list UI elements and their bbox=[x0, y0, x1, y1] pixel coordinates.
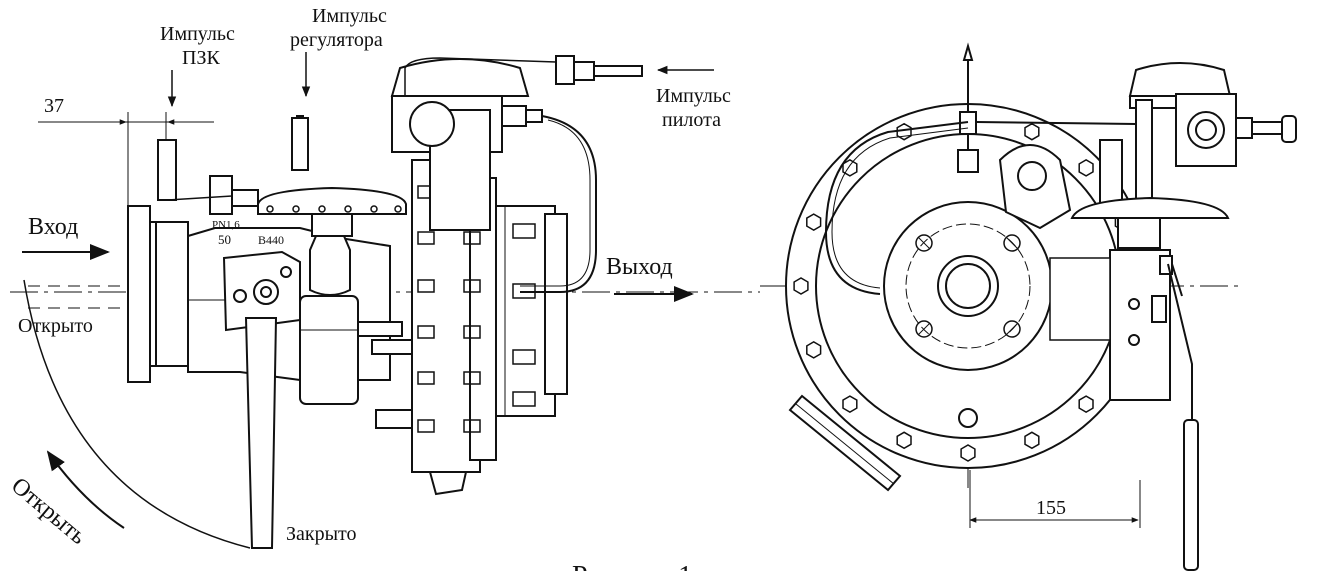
open-rotation-arrow bbox=[46, 450, 125, 529]
side-view-labels: 155 bbox=[1036, 497, 1066, 519]
figure-caption: Рисунок 1 bbox=[572, 561, 692, 571]
body-marking-pn: PN1,6 bbox=[212, 219, 240, 231]
open-position-label: Открыто bbox=[18, 315, 93, 337]
flange-bolt-hex bbox=[1078, 159, 1094, 177]
indicator-cylinder bbox=[299, 295, 359, 405]
body-marking-dn: 50 bbox=[218, 232, 231, 247]
shutoff-valve bbox=[209, 175, 407, 405]
cam-lug bbox=[998, 144, 1072, 230]
front-view bbox=[10, 52, 760, 549]
lever-handle-open bbox=[157, 139, 233, 201]
inlet-flange bbox=[127, 205, 189, 383]
body-marking-model: В440 bbox=[258, 233, 284, 247]
side-shutoff bbox=[1070, 196, 1230, 401]
side-fitting bbox=[375, 409, 413, 429]
outlet-label: Выход bbox=[606, 254, 673, 280]
pilot-tube-loop bbox=[520, 115, 597, 293]
rotate-to-open-label: Открыть bbox=[6, 473, 91, 550]
flange-bolt-hex bbox=[1024, 122, 1040, 141]
outlet-flange bbox=[494, 205, 568, 417]
dimension-155 bbox=[969, 470, 1141, 528]
shutoff-bolts bbox=[266, 205, 402, 213]
flange-bolts bbox=[512, 223, 536, 407]
side-lever-grip[interactable] bbox=[1183, 419, 1199, 571]
pilot-assembly bbox=[291, 55, 643, 231]
inner-bolts bbox=[915, 234, 1021, 338]
impulse-pilot-label-1: Импульс bbox=[656, 85, 731, 107]
flange-bolt-hex bbox=[806, 213, 822, 231]
rotation-arc-outer bbox=[23, 279, 251, 549]
lever-handle[interactable] bbox=[244, 317, 278, 549]
closed-position-label: Закрыто bbox=[286, 523, 357, 545]
flange-bolt-hex bbox=[1024, 431, 1040, 450]
inlet-label: Вход bbox=[28, 214, 78, 240]
latch-block bbox=[222, 250, 301, 332]
impulse-pzk-label-1: Импульс bbox=[160, 23, 235, 45]
pilot-inlet-fitting bbox=[555, 55, 643, 85]
impulse-pzk-label-2: ПЗК bbox=[182, 47, 220, 69]
impulse-regulator-label-2: регулятора bbox=[290, 29, 383, 51]
regulator-impulse-nipple bbox=[291, 117, 309, 171]
dimension-155-label: 155 bbox=[1036, 497, 1066, 519]
dimension-37 bbox=[38, 112, 214, 206]
flange-bolt-hex bbox=[1078, 395, 1094, 413]
impulse-regulator-label-1: Импульс bbox=[312, 5, 387, 27]
side-fitting-lower bbox=[371, 339, 413, 355]
side-view bbox=[760, 42, 1297, 571]
flange-bolt-hex bbox=[842, 395, 858, 413]
dimension-37-label: 37 bbox=[44, 95, 64, 117]
flange-bolt-hex bbox=[806, 341, 822, 359]
flange-bolt-hex bbox=[793, 277, 809, 295]
flange-bolt-hex bbox=[960, 444, 976, 462]
impulse-tube bbox=[404, 57, 557, 96]
flange-bolt-hex bbox=[896, 431, 912, 450]
impulse-pilot-label-2: пилота bbox=[662, 109, 721, 131]
inner-bolt-marks bbox=[917, 236, 1019, 336]
side-pilot-tube bbox=[824, 121, 969, 295]
